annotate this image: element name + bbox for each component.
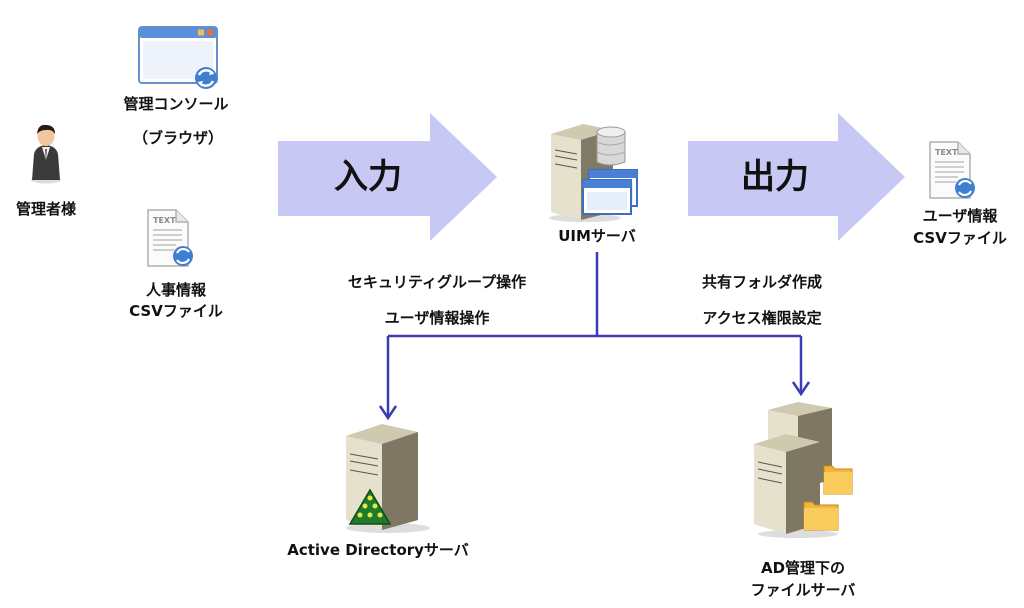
- uim-label: UIMサーバ: [558, 227, 636, 245]
- text-file-icon: TEXT: [928, 140, 978, 206]
- admin-label: 管理者様: [15, 200, 77, 218]
- server-icon: [543, 120, 643, 228]
- input-arrow: [278, 113, 497, 241]
- user-csv-label-line2: CSVファイル: [913, 229, 1007, 247]
- text-file-icon: TEXT: [146, 208, 196, 274]
- console-sublabel: （ブラウザ）: [132, 129, 224, 147]
- browser-window-icon: [138, 26, 224, 94]
- hr-csv-label-line2: CSVファイル: [129, 302, 223, 320]
- person-icon: [28, 122, 64, 188]
- ad-server-icon: [338, 420, 438, 540]
- console-label: 管理コンソール: [123, 95, 229, 113]
- svg-text:TEXT: TEXT: [153, 216, 176, 225]
- output-arrow: [688, 113, 905, 241]
- user-csv-label-line1: ユーザ情報: [922, 207, 998, 225]
- ad-operation-label: ユーザ情報操作: [384, 309, 490, 327]
- file-server-icon: [748, 400, 858, 544]
- input-arrow-label: 入力: [334, 157, 402, 197]
- ad-server-label: Active Directoryサーバ: [287, 541, 469, 559]
- connector-tree: [378, 252, 811, 421]
- fs-operation-label: アクセス権限設定: [702, 309, 822, 327]
- ad-operation-label: セキュリティグループ操作: [347, 273, 527, 291]
- hr-csv-label-line1: 人事情報: [145, 281, 207, 299]
- fileserver-label-line2: ファイルサーバ: [750, 581, 856, 599]
- fileserver-label-line1: AD管理下の: [760, 559, 846, 577]
- fs-operation-label: 共有フォルダ作成: [701, 273, 823, 291]
- svg-text:TEXT: TEXT: [935, 148, 958, 157]
- output-arrow-label: 出力: [741, 157, 809, 197]
